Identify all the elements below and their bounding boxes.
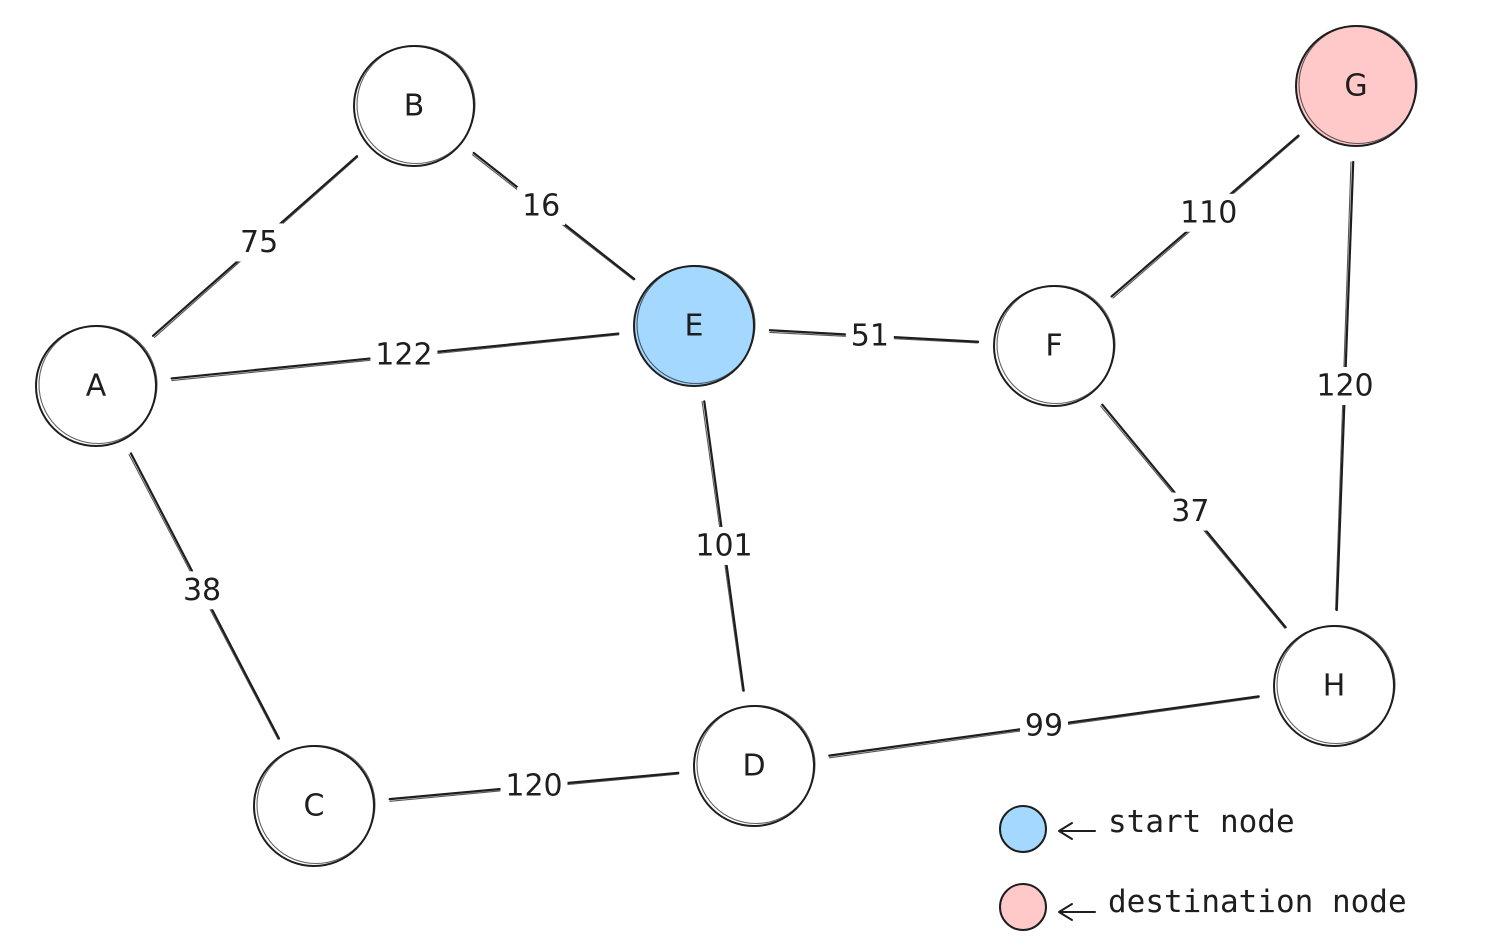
- node-label: H: [1323, 669, 1346, 704]
- legend-destination-arrow-icon: [1058, 903, 1096, 921]
- node-circle-echo: [256, 744, 376, 865]
- legend-start-label: start node: [1108, 804, 1295, 840]
- node-label: C: [304, 789, 325, 824]
- legend-destination-swatch: [999, 883, 1047, 931]
- node-label: E: [685, 309, 704, 344]
- edge-weight-label: 110: [1180, 195, 1237, 230]
- edge-weight-label: 122: [375, 338, 432, 373]
- edge-e-d: 101: [690, 400, 758, 692]
- edge-weight-bg: [500, 767, 568, 805]
- node-circle-echo: [1276, 624, 1396, 745]
- nodes-layer: A B C D E F G H: [35, 24, 1418, 867]
- edge-weight-label: 120: [1316, 369, 1373, 404]
- node-h: H: [1273, 624, 1396, 747]
- node-f: F: [993, 284, 1116, 407]
- node-circle-echo: [1298, 24, 1418, 145]
- edge-weight-label: 38: [183, 573, 221, 608]
- edge-a-c: 38: [128, 452, 281, 740]
- edge-weight-bg: [235, 223, 284, 262]
- edge-f-h: 37: [1100, 403, 1287, 629]
- edge-weight-bg: [370, 336, 438, 375]
- legend-start-arrow-icon: [1058, 822, 1096, 840]
- edge-weight-label: 51: [851, 318, 889, 353]
- node-circle-echo: [636, 264, 756, 385]
- node-label: G: [1344, 69, 1367, 104]
- node-circle-echo: [696, 704, 816, 825]
- edge-weight-bg: [1166, 492, 1215, 531]
- node-circle-echo: [996, 284, 1116, 405]
- legend-start-item: start node: [999, 804, 1295, 853]
- edge-weight-label: 101: [695, 529, 752, 564]
- edge-d-h: 99: [828, 695, 1260, 759]
- edge-weight-label: 75: [240, 225, 278, 260]
- edge-g-h: 120: [1311, 160, 1379, 612]
- edge-weight-bg: [845, 316, 894, 355]
- edge-weight-bg: [1020, 707, 1068, 745]
- edge-b-e: 16: [471, 151, 636, 281]
- edge-c-d: 120: [388, 767, 680, 805]
- edge-weight-label: 120: [505, 769, 562, 804]
- edge-e-f: 51: [768, 316, 980, 355]
- node-e: E: [633, 264, 756, 387]
- edge-weight-bg: [178, 571, 227, 610]
- node-b: B: [353, 44, 476, 167]
- edge-a-b: 75: [151, 155, 359, 338]
- edge-weight-bg: [1311, 367, 1379, 405]
- edge-f-g: 110: [1110, 134, 1300, 299]
- edge-weight-label: 99: [1025, 709, 1063, 744]
- edge-weight-bg: [690, 527, 758, 565]
- legend: start node destination node: [999, 804, 1407, 931]
- node-label: A: [86, 369, 107, 404]
- legend-destination-item: destination node: [999, 883, 1407, 931]
- node-circle-echo: [38, 324, 158, 445]
- node-label: F: [1045, 329, 1062, 364]
- legend-start-swatch: [999, 805, 1047, 853]
- node-label: D: [742, 749, 765, 784]
- node-a: A: [35, 324, 158, 447]
- legend-destination-label: destination node: [1108, 884, 1407, 920]
- edges-layer: 75 16 122 38 120 101 51 110 120 37 99: [128, 134, 1379, 805]
- node-g: G: [1295, 24, 1418, 147]
- edge-weight-label: 16: [522, 188, 560, 223]
- edge-a-e: 122: [170, 332, 620, 382]
- edge-weight-label: 37: [1171, 494, 1209, 529]
- edge-weight-bg: [1175, 193, 1243, 232]
- node-d: D: [693, 704, 816, 827]
- edge-weight-bg: [517, 186, 566, 225]
- node-c: C: [253, 744, 376, 867]
- node-label: B: [404, 89, 425, 124]
- node-circle-echo: [356, 44, 476, 165]
